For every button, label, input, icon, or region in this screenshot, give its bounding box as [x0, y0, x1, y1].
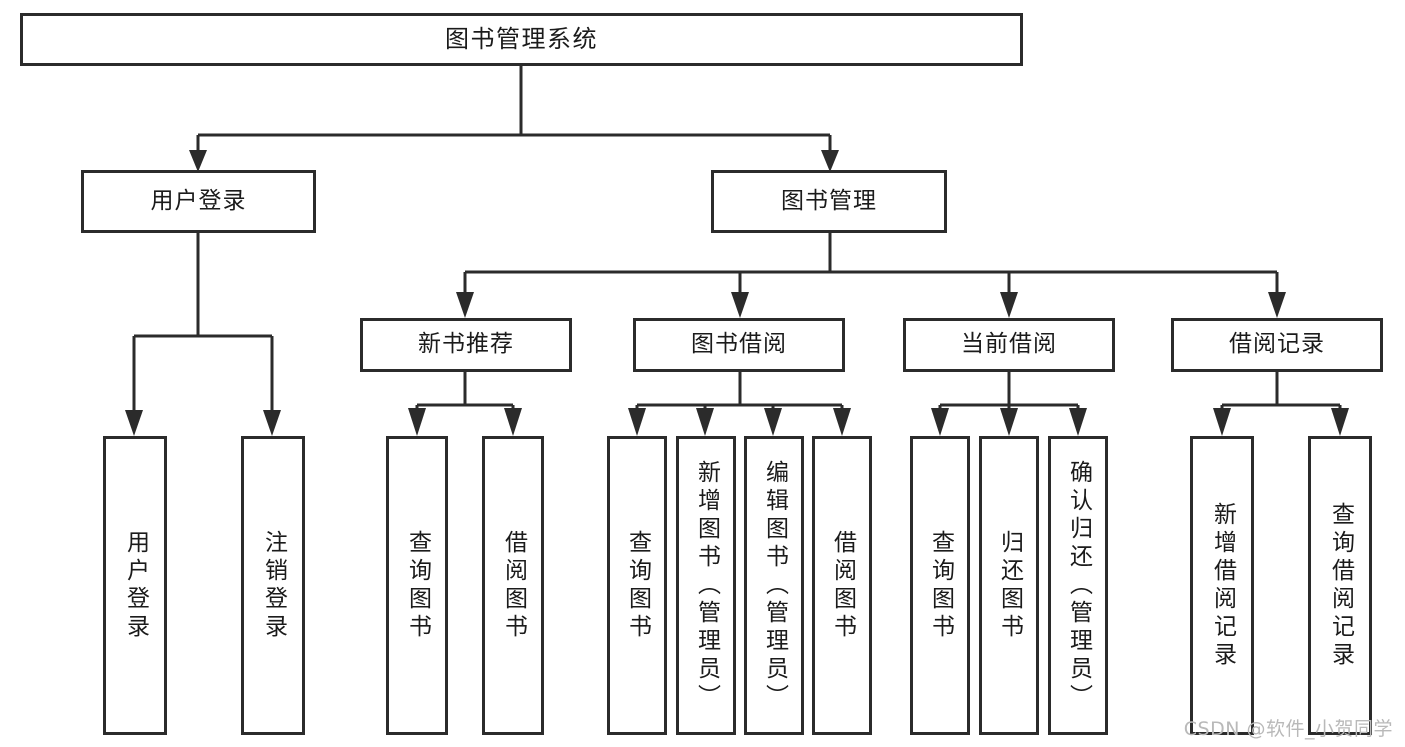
node-new-book-recommend[interactable]: 新书推荐 [360, 318, 572, 372]
node-leaf-query-book-2-label: 查询图书 [624, 529, 651, 642]
node-leaf-add-book[interactable]: 新增图书（管理员） [676, 436, 736, 735]
node-leaf-query-book-2[interactable]: 查询图书 [607, 436, 667, 735]
arrow-leaf-user-login [125, 410, 143, 436]
node-leaf-query-book-3[interactable]: 查询图书 [910, 436, 970, 735]
arrow-add-book [696, 408, 714, 436]
node-leaf-user-login[interactable]: 用户登录 [103, 436, 167, 735]
node-leaf-add-record-label: 新增借阅记录 [1209, 501, 1236, 670]
arrow-borrow-record [1268, 292, 1286, 318]
node-leaf-add-record[interactable]: 新增借阅记录 [1190, 436, 1254, 735]
node-book-manage[interactable]: 图书管理 [711, 170, 947, 233]
node-leaf-borrow-book-2-label: 借阅图书 [829, 529, 856, 642]
node-leaf-edit-book-label: 编辑图书（管理员） [761, 459, 788, 712]
arrow-confirm-return [1069, 408, 1087, 436]
node-leaf-confirm-return-label: 确认归还（管理员） [1065, 459, 1092, 712]
node-root-label: 图书管理系统 [445, 25, 598, 54]
node-book-borrow[interactable]: 图书借阅 [633, 318, 845, 372]
node-book-manage-label: 图书管理 [781, 187, 877, 214]
node-leaf-confirm-return[interactable]: 确认归还（管理员） [1048, 436, 1108, 735]
arrow-book-manage [821, 150, 839, 172]
node-current-borrow[interactable]: 当前借阅 [903, 318, 1115, 372]
node-leaf-user-login-label: 用户登录 [122, 529, 149, 642]
node-user-login[interactable]: 用户登录 [81, 170, 316, 233]
node-leaf-return-book[interactable]: 归还图书 [979, 436, 1039, 735]
node-leaf-query-book-1[interactable]: 查询图书 [386, 436, 448, 735]
arrow-query-book-3 [931, 408, 949, 436]
node-current-borrow-label: 当前借阅 [961, 331, 1057, 358]
node-leaf-add-book-label: 新增图书（管理员） [693, 459, 720, 712]
node-borrow-record[interactable]: 借阅记录 [1171, 318, 1383, 372]
node-borrow-record-label: 借阅记录 [1229, 331, 1325, 358]
node-leaf-query-record[interactable]: 查询借阅记录 [1308, 436, 1372, 735]
node-leaf-query-book-3-label: 查询图书 [927, 529, 954, 642]
arrow-query-record [1331, 408, 1349, 436]
node-leaf-logout-login-label: 注销登录 [260, 529, 287, 642]
node-leaf-query-book-1-label: 查询图书 [404, 529, 431, 642]
arrow-borrow-book-1 [504, 408, 522, 436]
node-book-borrow-label: 图书借阅 [691, 331, 787, 358]
watermark: CSDN @软件_小贺同学 [1183, 718, 1393, 740]
node-leaf-return-book-label: 归还图书 [996, 529, 1023, 642]
arrow-edit-book [764, 408, 782, 436]
arrow-return-book [1000, 408, 1018, 436]
node-user-login-label: 用户登录 [150, 187, 247, 214]
arrow-leaf-logout [263, 410, 281, 436]
node-leaf-borrow-book-2[interactable]: 借阅图书 [812, 436, 872, 735]
arrow-borrow-book-2 [833, 408, 851, 436]
node-leaf-logout-login[interactable]: 注销登录 [241, 436, 305, 735]
arrow-new-book [456, 292, 474, 318]
arrow-user-login [189, 150, 207, 172]
arrow-add-record [1213, 408, 1231, 436]
node-leaf-borrow-book-1[interactable]: 借阅图书 [482, 436, 544, 735]
node-root[interactable]: 图书管理系统 [20, 13, 1023, 66]
arrow-book-borrow [731, 292, 749, 318]
node-new-book-recommend-label: 新书推荐 [418, 331, 514, 358]
arrow-current-borrow [1000, 292, 1018, 318]
arrow-query-book-2 [628, 408, 646, 436]
node-leaf-edit-book[interactable]: 编辑图书（管理员） [744, 436, 804, 735]
node-leaf-query-record-label: 查询借阅记录 [1327, 501, 1354, 670]
arrow-query-book-1 [408, 408, 426, 436]
node-leaf-borrow-book-1-label: 借阅图书 [500, 529, 527, 642]
